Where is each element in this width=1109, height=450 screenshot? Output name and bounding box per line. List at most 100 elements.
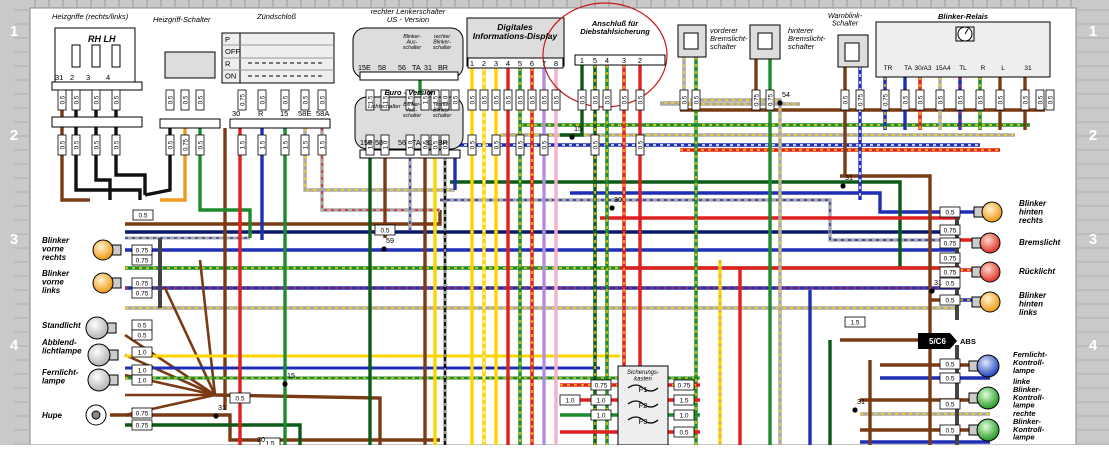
wire-gauge: 0.75 xyxy=(136,423,149,430)
w-brown-down xyxy=(214,393,382,445)
wire-gauge: 1.0 xyxy=(137,368,146,375)
wire-gauge: 0.5 xyxy=(605,95,612,104)
wire-gauge: 0.5 xyxy=(60,95,67,104)
wire-gauge-box xyxy=(939,237,961,249)
zuendschloss-title: Zündschloß xyxy=(256,12,297,21)
wire-gauge-box xyxy=(257,134,267,156)
w-brown-fan6 xyxy=(198,259,217,396)
kontroll-label: Fernlicht-Kontroll-lampe xyxy=(1013,350,1048,375)
wire-gauge-box xyxy=(539,89,549,111)
bus-brown-1 xyxy=(125,210,442,226)
blinker-relais-pin: L xyxy=(1001,65,1005,72)
wire-gauge-box xyxy=(237,89,247,111)
wire-gauge: 0.5 xyxy=(945,402,954,409)
wire-gauge: 1.0 xyxy=(137,378,146,385)
wire-gauge: 1.5 xyxy=(303,140,310,149)
wire-gauge: 0.5 xyxy=(303,95,310,104)
abs-ref-text: ABS xyxy=(960,337,976,346)
wire-gauge: 0.75 xyxy=(136,411,149,418)
wire-gauge: 0.5 xyxy=(542,140,549,149)
heizgriff-schalter-block xyxy=(159,51,221,129)
wire-gauge-box xyxy=(111,89,121,111)
wire-gauge-box xyxy=(131,407,153,419)
wire-gauge: 1.5 xyxy=(679,398,688,405)
wire-gauge: 0.5 xyxy=(283,95,290,104)
junction-label: 30 xyxy=(257,435,265,444)
zuendschloss-pin: 58E xyxy=(298,109,311,118)
junction-dot xyxy=(609,205,615,211)
fuse-icon xyxy=(627,400,659,408)
wire-gauge-box xyxy=(57,134,67,156)
wire-gauge-box xyxy=(380,134,390,156)
wire-gauge: 0.5 xyxy=(945,281,954,288)
zuendschloss-pin: 58A xyxy=(316,109,329,118)
wire-gauge: 0.5 xyxy=(945,428,954,435)
bremslicht-lamp xyxy=(979,232,1001,254)
wire-gauge-box xyxy=(915,89,925,111)
wire-gauge-box xyxy=(71,134,81,156)
blinker-hinten-rechts-lamp xyxy=(981,201,1003,223)
blinker-relais-pin: TR xyxy=(884,65,893,72)
wire-gauge-box xyxy=(317,89,327,111)
wire-gauge-box xyxy=(131,329,153,341)
zuendschloss-block xyxy=(221,32,335,129)
zone-marker-left: 2 xyxy=(10,127,18,144)
wire-gauge-box xyxy=(300,134,310,156)
wire-gauge: 0.5 xyxy=(470,140,477,149)
wire-gauge: 0.5 xyxy=(679,430,688,437)
w-brown-fan xyxy=(124,333,216,397)
wire-gauge-box xyxy=(551,89,561,111)
junction-label: 59 xyxy=(386,236,394,245)
blinker-relais-pin: TL xyxy=(959,65,967,72)
wire-gauge-box xyxy=(317,134,327,156)
wire-gauge: 0.5 xyxy=(518,95,525,104)
blinker-relais-pin: 15A4 xyxy=(935,65,951,72)
euro-switch-pin: TA xyxy=(412,138,421,147)
wire-gauge-box xyxy=(430,89,440,111)
wire-gauge-box xyxy=(673,426,695,438)
frame-ticks xyxy=(14,0,1109,445)
zuendschloss-pin: 30 xyxy=(232,109,240,118)
display-pin: 5 xyxy=(518,59,522,68)
wire-gauge-box xyxy=(503,89,513,111)
wire-gauge: 0.75 xyxy=(944,241,957,248)
zuendschloss-pin: R xyxy=(258,109,264,118)
wire-gauge-box xyxy=(131,419,153,431)
wire-gauge: 0.5 xyxy=(114,95,121,104)
warnblink-title: Warnblink-Schalter xyxy=(828,11,863,28)
euro-switch-pin: 56 xyxy=(398,138,406,147)
wire-gauge: 0.5 xyxy=(137,333,146,340)
wire-gauge: 0.75 xyxy=(136,281,149,288)
wire-gauge-box xyxy=(440,89,450,111)
wire-gauge-box xyxy=(165,89,175,111)
junction-dot xyxy=(282,381,288,387)
wire-gauge: 1.5 xyxy=(240,140,247,149)
wire-gauge-box xyxy=(131,374,153,386)
wire-gauge-box xyxy=(635,89,645,111)
wire-gauge-box xyxy=(590,379,612,391)
wire-gauge: 0.5 xyxy=(518,140,525,149)
bus-green-2 xyxy=(450,180,902,268)
wire-gauge: 0.5 xyxy=(433,140,440,149)
lamps xyxy=(85,201,1003,442)
w-brake-f1-stripe xyxy=(660,57,685,104)
euro-switch-label-1: Lichtschalter xyxy=(368,104,402,110)
wire-gauge: 0.75 xyxy=(944,270,957,277)
wire-gauge: 0.5 xyxy=(682,95,689,104)
zuendschloss-position: R xyxy=(225,59,231,68)
fuse-label: F2 xyxy=(639,401,648,410)
blinker-relais-pin: 30/A3 xyxy=(915,65,932,72)
junction-dot xyxy=(569,134,575,140)
diebstahl-pin: 2 xyxy=(638,56,642,65)
wire-gauge: 0.5 xyxy=(843,95,850,104)
wire-gauge-box xyxy=(57,89,67,111)
ruecklicht-lamp xyxy=(979,261,1001,283)
wire-gauge: 0.75 xyxy=(883,93,890,106)
left-label: Hupe xyxy=(42,411,63,420)
wire-gauge: 0.5 xyxy=(593,95,600,104)
